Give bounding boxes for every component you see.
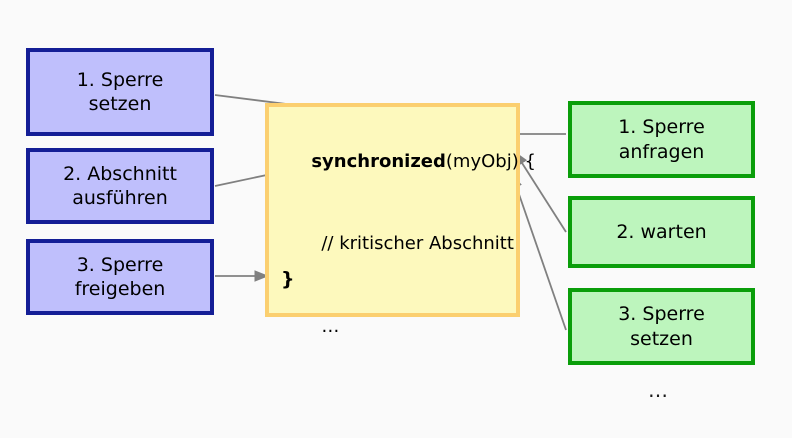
right-step-box-2[interactable]: 2. warten [568, 196, 755, 268]
left-step-box-3[interactable]: 3. Sperre freigeben [26, 239, 214, 315]
left-step-1-line-1: 1. Sperre [76, 68, 164, 91]
left-step-box-2[interactable]: 2. Abschnitt ausführen [26, 148, 214, 224]
code-keyword-synchronized: synchronized [311, 151, 446, 173]
right-step-1-line-2: anfragen [618, 140, 705, 163]
right-column-ellipsis: … [648, 378, 670, 402]
code-line-ellipsis: … [277, 285, 516, 367]
arrow-acquire-lock [510, 173, 567, 331]
left-step-3-line-1: 3. Sperre [76, 253, 164, 276]
left-step-box-1[interactable]: 1. Sperre setzen [26, 48, 214, 136]
code-line-comment: // kritischer Abschnitt [277, 203, 516, 285]
left-step-1-line-2: setzen [88, 93, 152, 115]
right-step-3-line-1: 3. Sperre [618, 303, 705, 326]
code-comment-text: // kritischer Abschnitt [321, 233, 514, 255]
code-line-signature: synchronized(myObj) { [277, 121, 536, 203]
left-step-2-line-2: ausführen [72, 187, 168, 209]
right-step-3-line-2: setzen [630, 327, 693, 350]
right-step-2-line-1: 2. warten [616, 220, 707, 243]
code-ellipsis: … [321, 315, 340, 337]
left-step-2-line-1: 2. Abschnitt [63, 162, 177, 185]
synchronized-code-block: synchronized(myObj) { // kritischer Absc… [265, 103, 536, 337]
right-step-box-3[interactable]: 3. Sperre setzen [568, 288, 755, 365]
code-signature-rest: (myObj) { [445, 151, 536, 173]
right-step-1-line-1: 1. Sperre [618, 116, 705, 139]
left-step-3-line-2: freigeben [74, 278, 166, 300]
code-closing-brace: } [281, 268, 295, 290]
right-step-box-1[interactable]: 1. Sperre anfragen [568, 101, 755, 178]
